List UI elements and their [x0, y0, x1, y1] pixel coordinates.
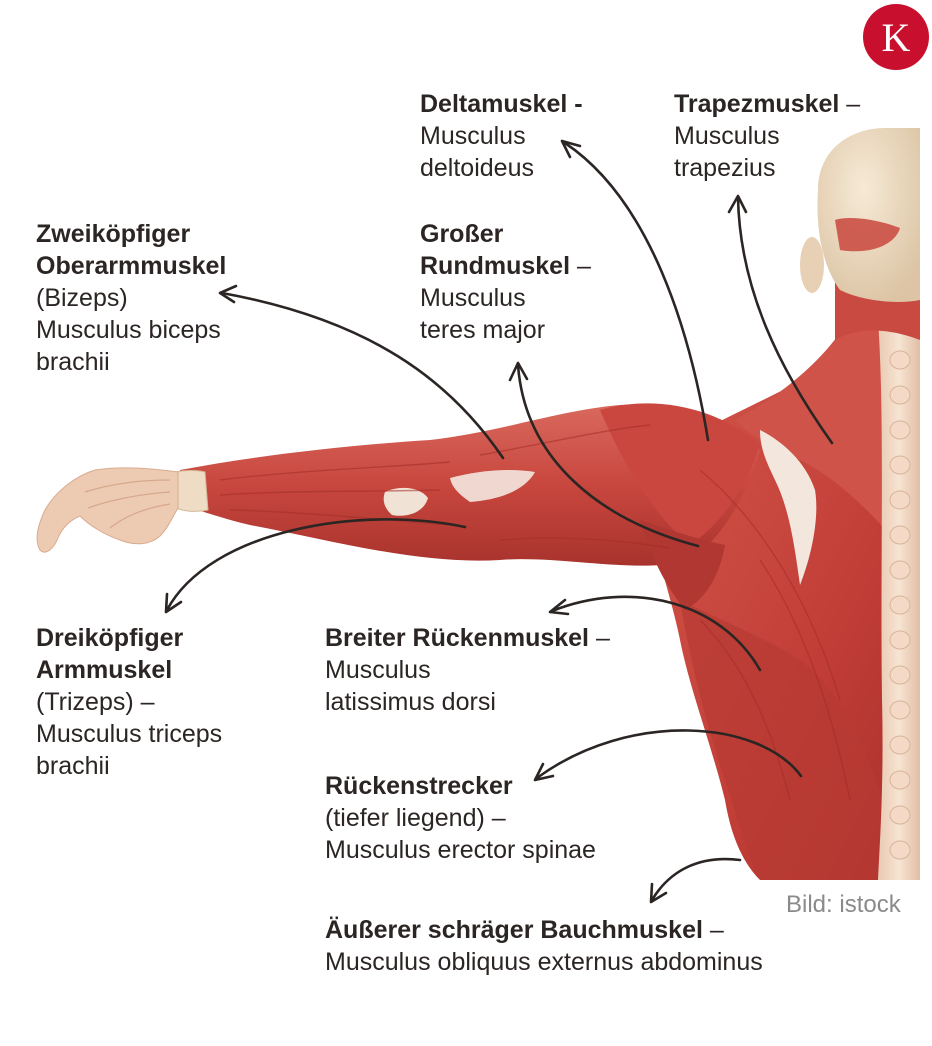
label-deltoid-line2: deltoideus: [420, 154, 534, 182]
label-biceps-line1: (Bizeps): [36, 284, 128, 312]
label-trapezius-dash: –: [839, 90, 861, 118]
arrow-erector: [533, 729, 803, 782]
label-trapezius-title: Trapezmuskel: [674, 90, 840, 118]
label-teres-title2: Rundmuskel: [420, 252, 571, 280]
label-biceps: Zweiköpfiger Oberarmmuskel (Bizeps) Musc…: [36, 218, 226, 378]
label-obliquus-line1: Musculus obliquus externus abdominus: [325, 948, 763, 976]
head-muscle-patch: [835, 217, 900, 252]
label-obliquus-dash: –: [702, 916, 724, 944]
arrow-trapezius: [727, 194, 834, 445]
label-triceps-line3: brachii: [36, 752, 110, 780]
label-teres-dash: –: [570, 252, 591, 280]
label-teres-title1: Großer: [420, 220, 504, 248]
ear: [800, 237, 824, 293]
label-trapezius-line1: Musculus: [674, 122, 780, 150]
biceps-tendon: [450, 470, 535, 502]
label-biceps-title1: Zweiköpfiger: [36, 220, 191, 248]
label-erector-title: Rückenstrecker: [325, 772, 513, 800]
label-deltoid-line1: Musculus: [420, 122, 526, 150]
label-latissimus-dash: –: [589, 624, 610, 652]
label-biceps-title2: Oberarmmuskel: [36, 252, 227, 280]
image-credit: Bild: istock: [786, 891, 901, 918]
hand: [36, 467, 179, 553]
arrow-obliquus: [649, 857, 742, 904]
arrow-teres: [508, 361, 700, 548]
label-deltoid: Deltamuskel - Musculus deltoideus: [420, 88, 583, 184]
label-trapezius-line2: trapezius: [674, 154, 776, 182]
label-latissimus-line1: Musculus: [325, 656, 431, 684]
teres-major-muscle: [640, 520, 725, 610]
arrow-triceps: [164, 518, 467, 614]
label-triceps-line2: Musculus triceps: [36, 720, 223, 748]
label-erector-line1: (tiefer liegend) –: [325, 804, 506, 832]
label-triceps: Dreiköpfiger Armmuskel (Trizeps) – Muscu…: [36, 622, 222, 782]
brand-logo: K: [863, 4, 929, 70]
scapula-tendon: [760, 430, 817, 585]
leader-arrows: [164, 139, 834, 904]
vertebrae: [889, 350, 911, 860]
label-biceps-line2: Musculus biceps: [36, 316, 221, 344]
deltoid-muscle: [600, 403, 760, 545]
label-latissimus: Breiter Rückenmuskel – Musculus latissim…: [325, 622, 610, 718]
arrow-latissimus: [548, 595, 762, 672]
label-biceps-line3: brachii: [36, 348, 110, 376]
label-latissimus-line2: latissimus dorsi: [325, 688, 496, 716]
arrow-deltoid: [560, 139, 710, 442]
brand-logo-letter: K: [881, 15, 911, 60]
label-erector-line2: Musculus erector spinae: [325, 836, 596, 864]
label-teres-line1: Musculus: [420, 284, 526, 312]
muscle-fibers: [219, 424, 851, 801]
label-triceps-title1: Dreiköpfiger: [36, 624, 184, 652]
label-obliquus-title: Äußerer schräger Bauchmuskel: [325, 916, 703, 944]
elbow-tendon: [383, 487, 428, 516]
label-teres-line2: teres major: [420, 316, 546, 344]
label-obliquus: Äußerer schräger Bauchmuskel – Musculus …: [325, 914, 763, 978]
label-erector: Rückenstrecker (tiefer liegend) – Muscul…: [325, 770, 596, 866]
label-trapezius: Trapezmuskel – Musculus trapezius: [674, 88, 860, 184]
label-triceps-title2: Armmuskel: [36, 656, 173, 684]
finger-tendons: [84, 479, 171, 529]
label-teres: Großer Rundmuskel – Musculus teres major: [420, 218, 591, 346]
label-triceps-line1: (Trizeps) –: [36, 688, 155, 716]
label-deltoid-title: Deltamuskel -: [420, 90, 583, 118]
label-latissimus-title: Breiter Rückenmuskel: [325, 624, 590, 652]
wrist: [174, 470, 209, 512]
arrow-biceps: [218, 284, 505, 460]
latissimus-muscle: [680, 600, 880, 880]
head: [817, 128, 920, 302]
